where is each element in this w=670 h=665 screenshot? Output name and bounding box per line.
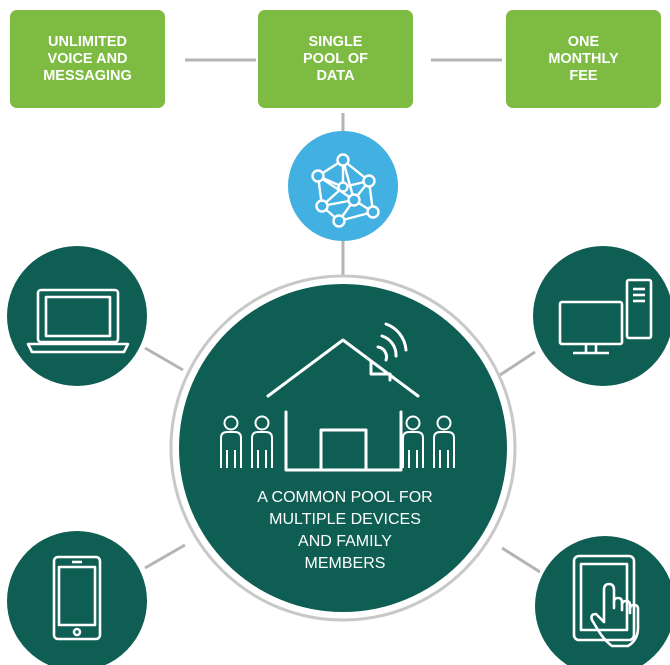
person-icon (220, 415, 242, 468)
connector-line (499, 350, 536, 377)
feature-box-unlimited-voice: UNLIMITED VOICE AND MESSAGING (10, 10, 165, 108)
person-icon (402, 415, 424, 468)
family-people (220, 415, 455, 468)
feature-box-monthly-fee: ONE MONTHLY FEE (506, 10, 661, 108)
person-icon (433, 415, 455, 468)
feature-label: UNLIMITED VOICE AND MESSAGING (43, 33, 132, 84)
tablet-touch-icon (535, 536, 670, 665)
feature-label: SINGLE POOL OF DATA (303, 33, 368, 84)
person-icon (251, 415, 273, 468)
desktop-computer-icon (533, 246, 670, 386)
feature-label: ONE MONTHLY FEE (548, 33, 619, 84)
center-label: A COMMON POOL FOR MULTIPLE DEVICES AND F… (257, 489, 433, 572)
house-icon (266, 338, 420, 472)
center-circle (179, 284, 507, 612)
wifi-icon (376, 322, 408, 362)
network-icon (288, 131, 398, 241)
connector-line (501, 546, 541, 574)
smartphone-icon (7, 531, 147, 665)
connector-line (144, 543, 186, 570)
feature-box-single-pool: SINGLE POOL OF DATA (258, 10, 413, 108)
laptop-icon (7, 246, 147, 386)
connector-line (144, 346, 184, 372)
connector-lines (144, 58, 541, 574)
